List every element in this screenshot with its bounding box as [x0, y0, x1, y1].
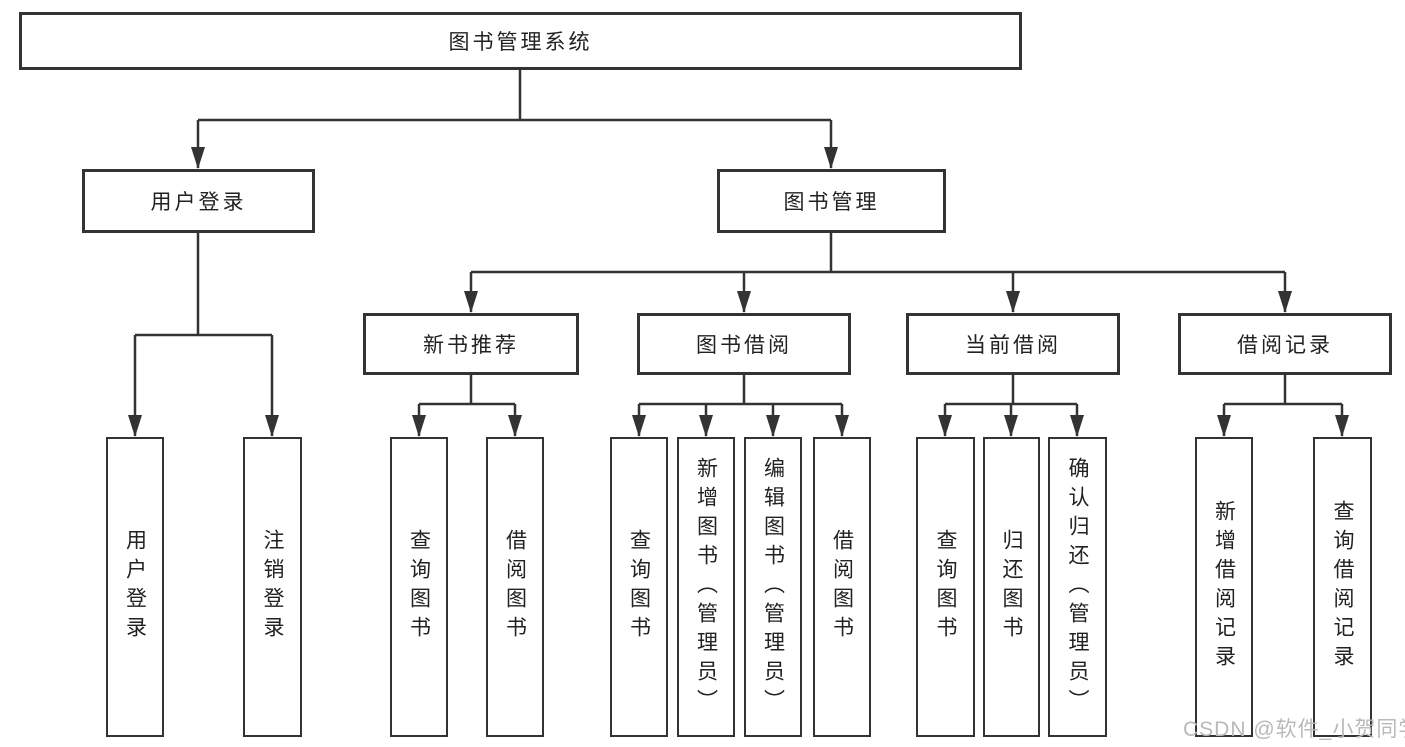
arrowhead-icon [699, 415, 713, 437]
node-root-system: 图书管理系统 [19, 12, 1022, 70]
connector-root-to-level2 [191, 70, 838, 169]
leaf-borrow-query-books-label: 查询图书 [627, 529, 651, 645]
leaf-borrow-edit-books-admin: 编辑图书（管理员） [744, 437, 802, 737]
connector-current-to-leaves [938, 375, 1084, 437]
leaf-current-return-books-label: 归还图书 [1000, 529, 1024, 645]
connector-recommend-to-leaves [412, 375, 522, 437]
leaf-borrow-borrow-books-label: 借阅图书 [830, 529, 854, 645]
leaf-recommend-query-books-label: 查询图书 [407, 529, 431, 645]
node-borrow-records-label: 借阅记录 [1237, 334, 1333, 357]
leaf-logout-label: 注销登录 [261, 529, 285, 645]
node-book-borrow-label: 图书借阅 [696, 334, 792, 357]
leaf-borrow-add-books-admin-label: 新增图书（管理员） [694, 456, 718, 718]
arrowhead-icon [1217, 415, 1231, 437]
arrowhead-icon [766, 415, 780, 437]
leaf-user-login-label: 用户登录 [123, 529, 147, 645]
leaf-current-query-books-label: 查询图书 [934, 529, 958, 645]
node-book-management-label: 图书管理 [783, 191, 880, 214]
node-book-management: 图书管理 [717, 169, 946, 233]
node-root-label: 图书管理系统 [448, 31, 593, 54]
node-current-borrow: 当前借阅 [906, 313, 1120, 375]
leaf-current-query-books: 查询图书 [916, 437, 975, 737]
arrowhead-icon [632, 415, 646, 437]
arrowhead-icon [1335, 415, 1349, 437]
connector-mgmt-to-level3 [464, 233, 1292, 313]
node-new-book-recommend: 新书推荐 [363, 313, 579, 375]
arrowhead-icon [191, 147, 205, 169]
arrowhead-icon [938, 415, 952, 437]
leaf-user-login: 用户登录 [106, 437, 164, 737]
leaf-records-add-borrow-record-label: 新增借阅记录 [1212, 500, 1236, 674]
arrowhead-icon [1004, 415, 1018, 437]
arrowhead-icon [508, 415, 522, 437]
leaf-borrow-edit-books-admin-label: 编辑图书（管理员） [761, 456, 785, 718]
arrowhead-icon [412, 415, 426, 437]
arrowhead-icon [824, 147, 838, 169]
arrowhead-icon [464, 291, 478, 313]
leaf-borrow-add-books-admin: 新增图书（管理员） [677, 437, 735, 737]
connector-records-to-leaves [1217, 375, 1349, 437]
connector-login-to-leaves [128, 233, 279, 437]
leaf-current-confirm-return-admin-label: 确认归还（管理员） [1066, 456, 1090, 718]
csdn-watermark: CSDN @软件_小贺同学 [1183, 718, 1405, 741]
leaf-records-add-borrow-record: 新增借阅记录 [1195, 437, 1253, 737]
leaf-borrow-query-books: 查询图书 [610, 437, 668, 737]
arrowhead-icon [1070, 415, 1084, 437]
leaf-recommend-borrow-books-label: 借阅图书 [503, 529, 527, 645]
arrowhead-icon [835, 415, 849, 437]
leaf-records-query-borrow-record: 查询借阅记录 [1313, 437, 1372, 737]
node-new-book-recommend-label: 新书推荐 [423, 334, 519, 357]
arrowhead-icon [1278, 291, 1292, 313]
leaf-recommend-borrow-books: 借阅图书 [486, 437, 544, 737]
node-book-borrow: 图书借阅 [637, 313, 851, 375]
leaf-current-return-books: 归还图书 [983, 437, 1040, 737]
arrowhead-icon [265, 415, 279, 437]
node-user-login-label: 用户登录 [150, 191, 247, 214]
leaf-borrow-borrow-books: 借阅图书 [813, 437, 871, 737]
leaf-recommend-query-books: 查询图书 [390, 437, 448, 737]
leaf-logout: 注销登录 [243, 437, 302, 737]
connector-borrow-to-leaves [632, 375, 849, 437]
node-user-login: 用户登录 [82, 169, 315, 233]
node-borrow-records: 借阅记录 [1178, 313, 1392, 375]
arrowhead-icon [1006, 291, 1020, 313]
leaf-current-confirm-return-admin: 确认归还（管理员） [1048, 437, 1107, 737]
node-current-borrow-label: 当前借阅 [965, 334, 1061, 357]
arrowhead-icon [737, 291, 751, 313]
arrowhead-icon [128, 415, 142, 437]
leaf-records-query-borrow-record-label: 查询借阅记录 [1331, 500, 1355, 674]
